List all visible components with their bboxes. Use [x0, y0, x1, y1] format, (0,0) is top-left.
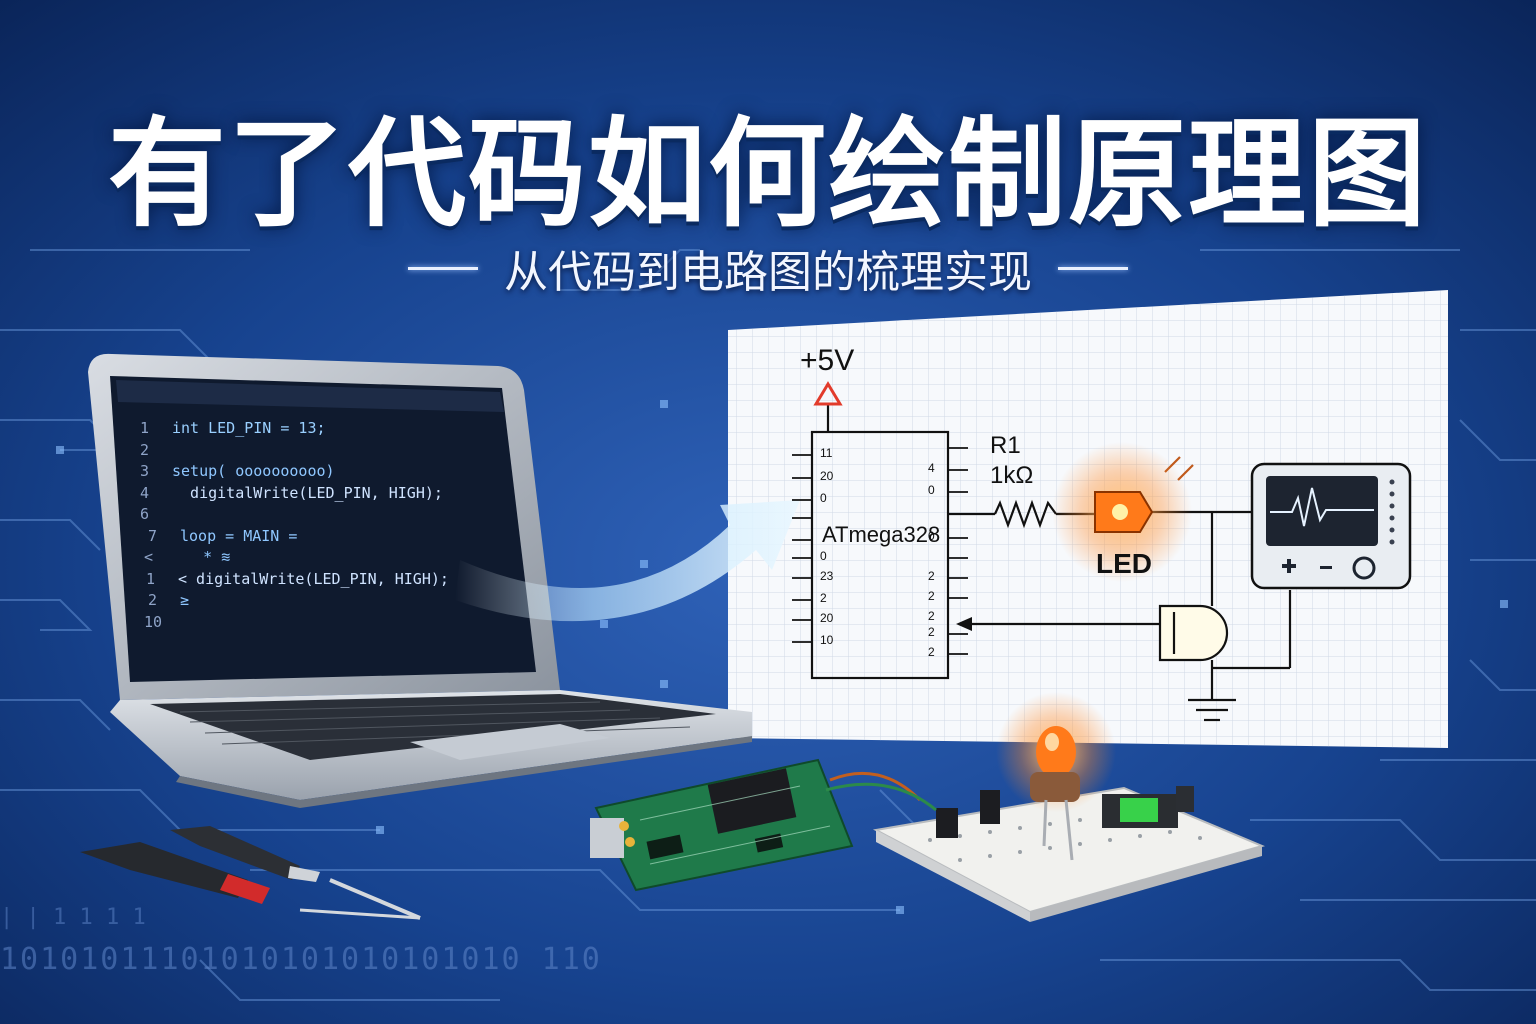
chip-pin-left: 20 [820, 611, 834, 625]
resistor-name: R1 [990, 432, 1021, 459]
code-editor: 1 int LED_PIN = 13; 2 3 setup( oooooooooo) 4 … [140, 418, 540, 668]
code-line: 2 [140, 440, 540, 462]
code-line: 4 digitalWrite(LED_PIN, HIGH); [140, 483, 540, 505]
chip-pin-left: 2 [820, 591, 827, 605]
subtitle-bar: 从代码到电路图的梳理实现 [0, 236, 1536, 300]
line-number: 2 [140, 440, 150, 459]
line-number: 6 [140, 505, 150, 523]
code-text: int LED_PIN = 13; [172, 419, 326, 437]
code-line: 1 < digitalWrite(LED_PIN, HIGH); [140, 569, 540, 591]
line-number: 4 [140, 483, 150, 502]
chip-pin-right: 0 [928, 529, 935, 543]
code-text: digitalWrite(LED_PIN, HIGH); [172, 483, 443, 502]
oscilloscope [1250, 462, 1412, 590]
chip-pin-right: 2 [928, 609, 935, 623]
code-line: 3 setup( oooooooooo) [140, 461, 540, 483]
code-text: < digitalWrite(LED_PIN, HIGH); [178, 569, 449, 588]
chip-pin-right: 2 [928, 569, 935, 583]
flow-arrow [455, 500, 800, 622]
line-number: 1 [140, 419, 150, 437]
chip-pin-right: 2 [928, 589, 935, 603]
line-number: < [144, 548, 154, 566]
laptop [88, 353, 752, 808]
code-line: 6 [140, 504, 540, 526]
line-number: 10 [144, 612, 163, 631]
code-text: setup( oooooooooo) [172, 462, 335, 480]
chip-pin-left: 23 [820, 569, 834, 583]
chip-label: ATmega328 [822, 522, 941, 547]
subtitle-rule-left [408, 266, 478, 270]
chip-pin-right: 2 [928, 645, 935, 659]
line-number: 1 [146, 569, 156, 588]
code-line: 2≥ [140, 590, 540, 612]
chip-pin-left: 0 [820, 549, 827, 563]
code-text: loop = MAIN = [180, 526, 298, 545]
arduino-board [590, 758, 854, 892]
chip-pin-right: 4 [928, 461, 935, 475]
chip-pin-left: 20 [820, 469, 834, 483]
chip-pin-left: 11 [820, 446, 833, 460]
code-line: 7 loop = MAIN = [140, 526, 540, 548]
chip-pin-right: 2 [928, 625, 935, 639]
breadboard [825, 692, 1266, 922]
chip-pin-left: 10 [820, 633, 834, 647]
subtitle: 从代码到电路图的梳理实现 [504, 247, 1032, 298]
chip-pin-left: 0 [820, 491, 827, 505]
binary-strip: 10101011101010101010101010 110 [0, 942, 602, 977]
code-line: < * ≋ [140, 547, 540, 569]
subtitle-rule-right [1058, 266, 1128, 270]
code-text: ≥ [180, 591, 190, 609]
code-line: 1 int LED_PIN = 13; [140, 418, 540, 440]
resistor-value: 1kΩ [990, 462, 1034, 489]
page-title: 有了代码如何绘制原理图 [107, 105, 1428, 243]
code-line: 10 [140, 612, 540, 634]
line-number: 2 [148, 591, 158, 609]
led-label: LED [1096, 548, 1152, 579]
tick-strip: | | 1 1 1 1 [0, 905, 146, 930]
multimeter-probes [80, 826, 421, 920]
line-number: 7 [148, 526, 158, 545]
line-number: 3 [140, 462, 150, 480]
code-text: * ≋ [176, 548, 231, 566]
chip-pin-right: 0 [928, 483, 935, 497]
supply-label: +5V [800, 344, 855, 377]
